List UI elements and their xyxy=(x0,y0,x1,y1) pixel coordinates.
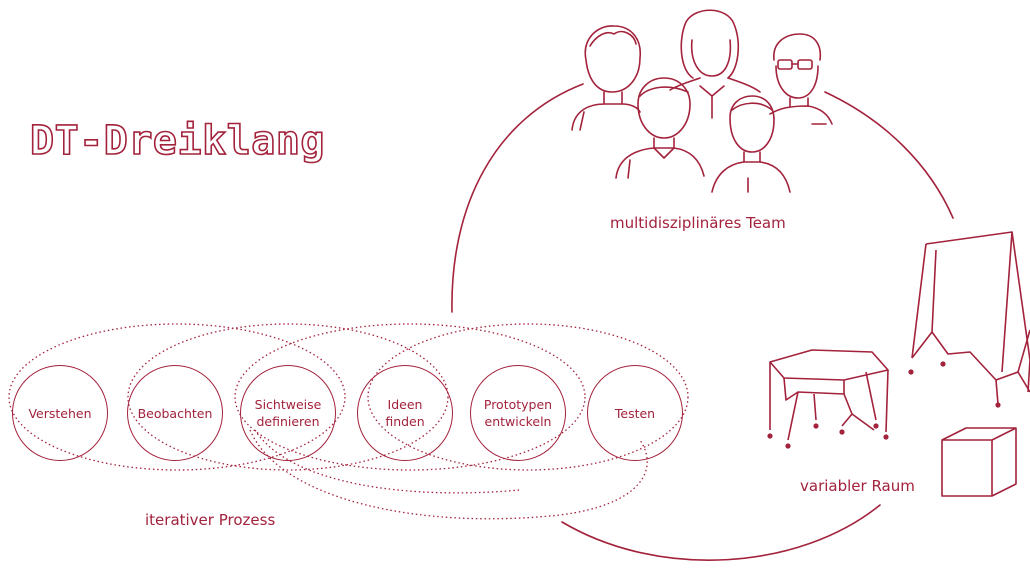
step-verstehen[interactable]: Verstehen xyxy=(12,365,108,461)
step-testen[interactable]: Testen xyxy=(587,365,683,461)
loop-verstehen-sichtweise xyxy=(8,323,346,471)
board-feet xyxy=(908,361,1001,408)
loop-return-outer xyxy=(249,429,648,520)
caption-team: multidisziplinäres Team xyxy=(610,214,786,232)
loop-sichtweise-prototypen xyxy=(234,323,586,471)
caption-process: iterativer Prozess xyxy=(145,511,276,529)
step-sichtweise-definieren[interactable]: Sichtweise definieren xyxy=(240,365,336,461)
table-feet xyxy=(767,423,889,449)
team-to-space-arc xyxy=(824,91,954,219)
group-of-people-icon xyxy=(571,9,833,193)
process-to-space-arc xyxy=(561,504,881,561)
table-icon xyxy=(769,349,889,441)
iteration-loops xyxy=(8,323,689,520)
caption-space: variabler Raum xyxy=(800,477,915,495)
team-to-process-arc xyxy=(451,83,584,313)
step-prototypen-entwickeln[interactable]: Prototypen entwickeln xyxy=(470,365,566,461)
step-beobachten[interactable]: Beobachten xyxy=(127,365,223,461)
diagram-title: DT-Dreiklang xyxy=(29,117,325,165)
flipchart-board-icon xyxy=(911,231,1030,405)
step-ideen-finden[interactable]: Ideen finden xyxy=(357,365,453,461)
cube-icon xyxy=(941,427,1017,497)
